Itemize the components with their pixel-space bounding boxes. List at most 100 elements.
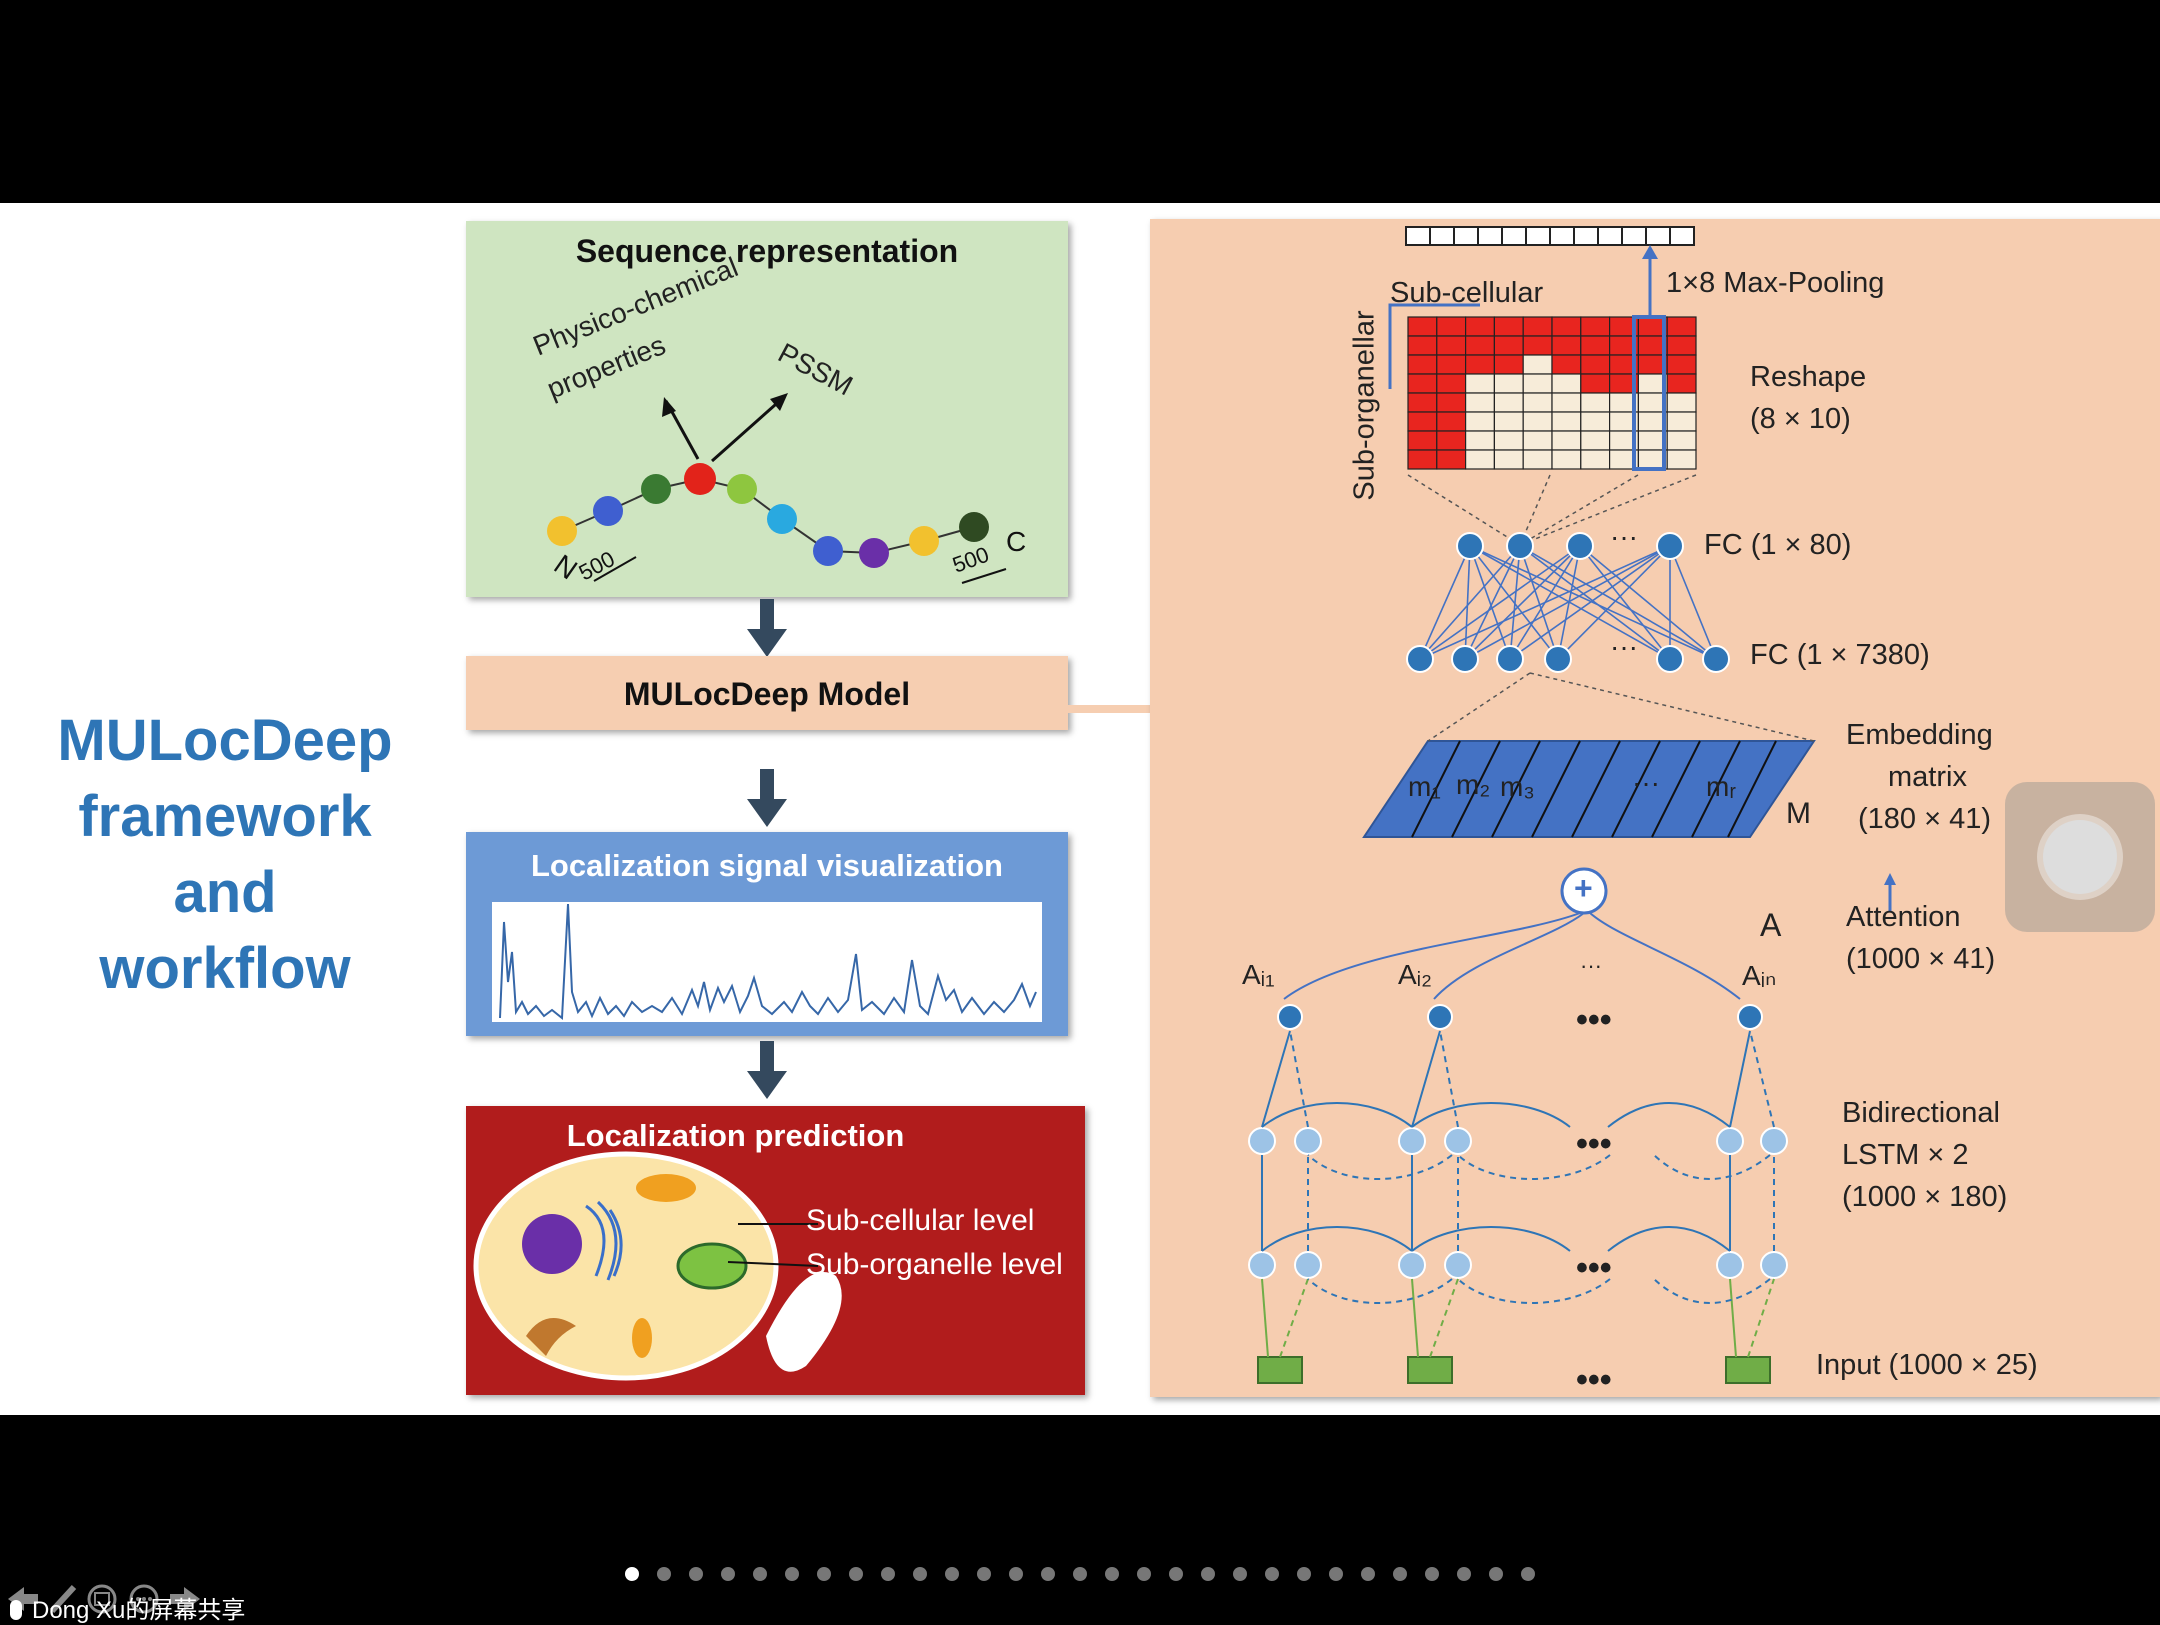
grid-cell <box>1666 373 1697 394</box>
page-dot <box>817 1567 831 1581</box>
input-node <box>1407 1356 1453 1384</box>
slides-overview-icon[interactable] <box>87 1584 117 1614</box>
subcellular-axis-label: Sub-cellular <box>1390 277 1544 309</box>
grid-cell <box>1436 430 1467 451</box>
grid-cell <box>1465 335 1496 356</box>
fc-edge <box>1419 545 1671 660</box>
forward-recurrence <box>1411 1102 1571 1128</box>
golgi <box>526 1318 576 1356</box>
more-options-icon[interactable] <box>129 1584 159 1614</box>
grid-cell <box>1666 354 1697 375</box>
mulocdeep-model-box: MULocDeep Model <box>466 656 1068 730</box>
subcellular-level-label: Sub-cellular level <box>806 1204 1035 1237</box>
page-dot <box>1489 1567 1503 1581</box>
input-dots: ••• <box>1576 1361 1612 1399</box>
fc7380-ellipsis: ··· <box>1610 631 1638 662</box>
attention-curves <box>1283 912 1741 1000</box>
title-line-4: workflow <box>99 936 351 1001</box>
model-connector <box>1068 705 1152 713</box>
n-range-arrow <box>593 556 637 582</box>
subcellular-axis-arrow <box>1388 303 1480 315</box>
input-to-lstm <box>1279 1278 1309 1358</box>
lstm-forward-node <box>1716 1251 1744 1279</box>
lstm-to-attention <box>1411 1030 1441 1128</box>
page-dot <box>625 1567 639 1581</box>
arrow-pssm <box>711 395 785 463</box>
grid-cell <box>1407 430 1438 451</box>
grid-cell <box>1580 354 1611 375</box>
embedding-m1: m₁ <box>1408 771 1441 802</box>
arrowhead-physico <box>662 397 676 417</box>
grid-cell <box>1493 411 1524 432</box>
grid-cell <box>1436 411 1467 432</box>
network-architecture-panel: 1×8 Max-Pooling Sub-cellular Sub-organel… <box>1150 219 2160 1399</box>
maxpool-label: 1×8 Max-Pooling <box>1666 267 1885 299</box>
input-to-lstm <box>1747 1278 1775 1358</box>
grid-cell <box>1522 449 1553 470</box>
pen-icon[interactable] <box>49 1584 77 1614</box>
signal-trace <box>499 903 1037 1020</box>
forward-recurrence <box>1607 1226 1731 1252</box>
visualization-title: Localization signal visualization <box>531 848 1003 883</box>
fc-edge <box>1509 545 1521 660</box>
grid-cell <box>1465 430 1496 451</box>
residue-1 <box>547 516 577 546</box>
fc-edge <box>1419 545 1581 660</box>
page-dot <box>1233 1567 1247 1581</box>
fc-edge <box>1469 545 1559 660</box>
next-slide-icon[interactable] <box>170 1587 200 1611</box>
fc-edge <box>1464 545 1521 660</box>
lstm-to-attention <box>1261 1030 1291 1128</box>
sequence-representation-box: Sequence representation Physico-chemical… <box>466 221 1068 597</box>
residue-9 <box>909 526 939 556</box>
input-to-lstm <box>1411 1278 1419 1358</box>
fc7380-label: FC (1 × 7380) <box>1750 639 1930 671</box>
mitochondrion-2 <box>632 1318 652 1358</box>
suborganelle-level-label: Sub-organelle level <box>806 1248 1063 1281</box>
fc-edge <box>1464 545 1471 660</box>
fc7380-node <box>1544 645 1572 673</box>
attention-node <box>1277 1004 1303 1030</box>
lstm-dots-top: ••• <box>1576 1125 1612 1163</box>
bidirectional-lstm <box>1248 1004 1788 1384</box>
grid-cell <box>1465 354 1496 375</box>
page-dot <box>977 1567 991 1581</box>
c-terminus-label: C <box>1006 526 1026 557</box>
signal-plot <box>492 902 1042 1022</box>
grid-cell <box>1407 373 1438 394</box>
residue-7 <box>813 536 843 566</box>
page-dot <box>849 1567 863 1581</box>
flow-arrow-2 <box>747 769 787 827</box>
grid-cell <box>1551 449 1582 470</box>
slide-title: MULocDeep framework and workflow <box>30 703 420 1007</box>
page-dot <box>1105 1567 1119 1581</box>
amino-acid-chain-diagram: Physico-chemical properties PSSM N C 500… <box>529 251 1027 585</box>
input-node <box>1725 1356 1771 1384</box>
backward-recurrence <box>1307 1278 1453 1304</box>
forward-recurrence <box>1411 1226 1571 1252</box>
arrowhead-pssm <box>770 393 788 411</box>
grid-cell <box>1551 411 1582 432</box>
grid-cell <box>1551 430 1582 451</box>
grid-cell <box>1551 392 1582 413</box>
attention-a-label: A <box>1760 907 1782 943</box>
floating-assistive-button[interactable] <box>2005 782 2155 932</box>
page-dot <box>785 1567 799 1581</box>
reshape-grid <box>1407 316 1697 470</box>
title-line-2: framework <box>78 784 372 849</box>
page-dot <box>913 1567 927 1581</box>
cell-illustration <box>473 1151 842 1381</box>
page-dot <box>1457 1567 1471 1581</box>
embedding-m2: m₂ <box>1456 769 1491 800</box>
lstm-to-attention <box>1749 1030 1775 1128</box>
flow-arrow-3 <box>747 1041 787 1099</box>
microphone-icon <box>10 1600 22 1620</box>
fc7380-node <box>1702 645 1730 673</box>
grid-cell <box>1493 373 1524 394</box>
embedding-mr: mᵣ <box>1706 771 1737 802</box>
attention-label: Attention <box>1846 901 1961 933</box>
grid-cell <box>1522 354 1553 375</box>
mulocdeep-model-title: MULocDeep Model <box>623 676 911 712</box>
residue-10 <box>959 512 989 542</box>
lstm-label-1: Bidirectional <box>1842 1097 2000 1129</box>
